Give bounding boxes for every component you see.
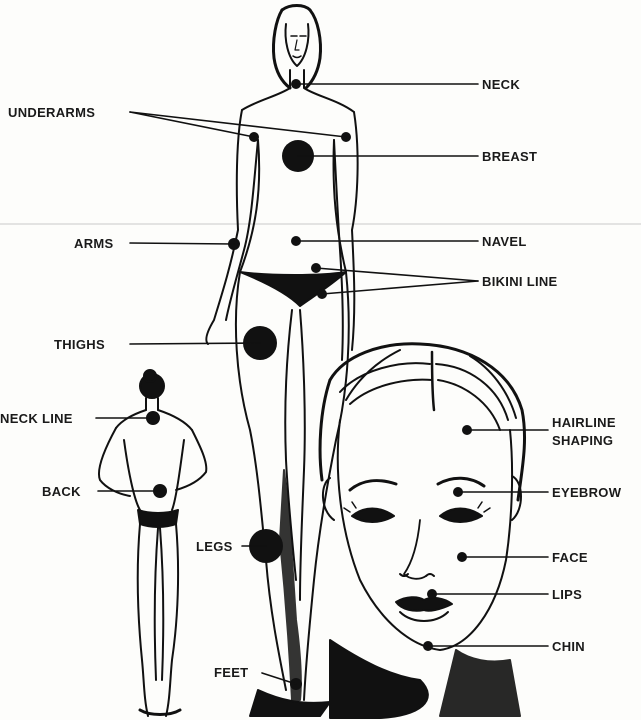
eyebrow-label: EYEBROW	[552, 486, 621, 499]
face-label: FACE	[552, 551, 588, 564]
face-portrait-figure	[320, 344, 524, 718]
standing-woman-figure	[206, 6, 357, 717]
underarms-label: UNDERARMS	[8, 106, 95, 119]
feet-label: FEET	[214, 666, 248, 679]
chin-label: CHIN	[552, 640, 585, 653]
navel-label: NAVEL	[482, 235, 527, 248]
neck-line-label: NECK LINE	[0, 412, 73, 425]
hairline-label: HAIRLINE	[552, 416, 616, 429]
arms-label: ARMS	[74, 237, 113, 250]
shaping-label: SHAPING	[552, 434, 613, 447]
breast-label: BREAST	[482, 150, 537, 163]
back-label: BACK	[42, 485, 81, 498]
thighs-label: THIGHS	[54, 338, 105, 351]
bikini-line-label: BIKINI LINE	[482, 275, 558, 288]
lips-label: LIPS	[552, 588, 582, 601]
neck-label: NECK	[482, 78, 520, 91]
legs-label: LEGS	[196, 540, 233, 553]
